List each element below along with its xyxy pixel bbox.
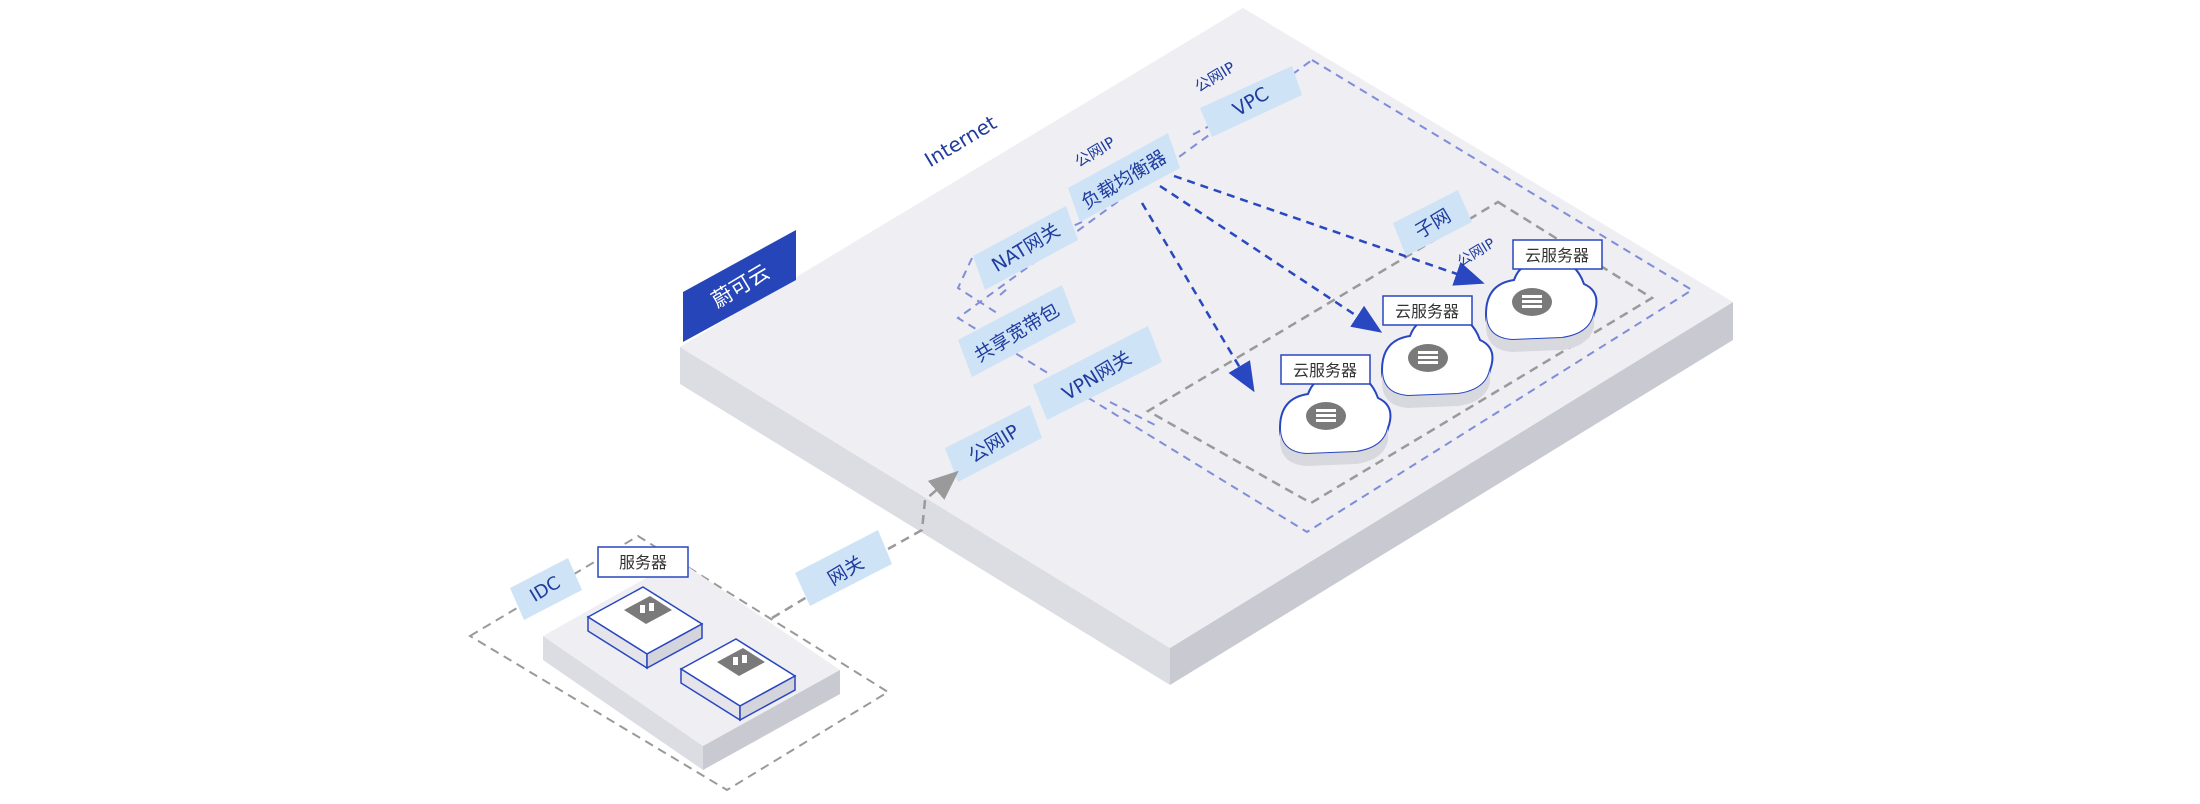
gateway-node: 网关	[795, 530, 892, 606]
arrow-to-server-1	[1140, 202, 1255, 393]
platform-right-side	[1170, 302, 1733, 685]
lb-arrows	[1140, 174, 1485, 393]
vpc-boundary	[956, 58, 1694, 534]
cloud-server-3-label: 云服务器	[1525, 246, 1589, 265]
arrow-to-server-3	[1173, 174, 1485, 286]
cloud-server-1-tag: 云服务器	[1280, 354, 1371, 385]
subnet-node: 子网	[1393, 190, 1472, 256]
cloud-server-1	[1278, 374, 1392, 466]
cloud-server-3-tag: 云服务器	[1512, 239, 1603, 270]
cloud-server-2-label: 云服务器	[1395, 302, 1459, 321]
cloud-server-3	[1484, 260, 1598, 352]
server-2-icon	[717, 648, 765, 676]
server-tag: 服务器	[597, 546, 689, 578]
cloud-server-2-tag: 云服务器	[1382, 295, 1473, 326]
cloud-server-2	[1380, 316, 1494, 408]
server-box-2	[679, 638, 797, 722]
idc-node: IDC	[510, 558, 582, 620]
server-label: 服务器	[619, 553, 667, 572]
platform-left-side	[680, 347, 1170, 685]
server-box-1	[586, 586, 704, 670]
arrow-to-server-2	[1159, 184, 1383, 333]
idc-block	[468, 534, 890, 792]
cloud-server-1-label: 云服务器	[1293, 361, 1357, 380]
server-1-icon	[624, 596, 672, 624]
